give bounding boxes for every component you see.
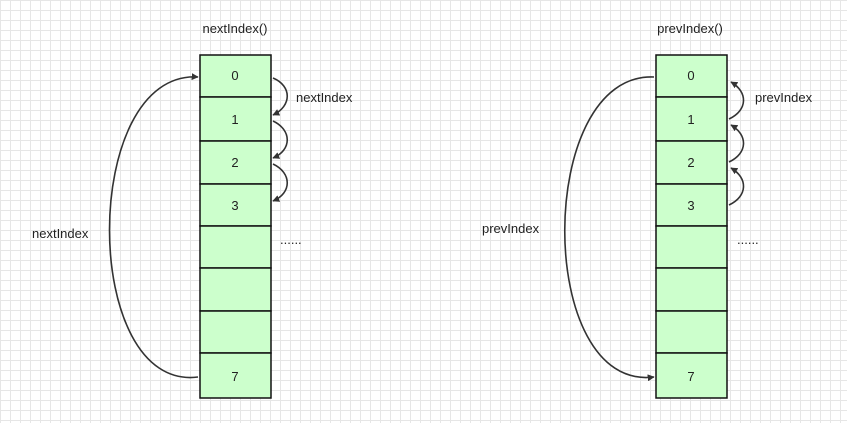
prev-arrow-1-0 bbox=[728, 81, 745, 120]
next-array-cell-3 bbox=[199, 183, 272, 227]
next-arrow-0-1 bbox=[272, 77, 289, 116]
prev-cell-label-3: 3 bbox=[687, 198, 694, 213]
next-array-cell-0 bbox=[199, 54, 272, 98]
next-wrap-arrow-7-0 bbox=[108, 73, 199, 378]
prev-ellipsis: ...... bbox=[737, 232, 759, 247]
prev-array-cell-4 bbox=[655, 225, 728, 269]
next-cell-label-0: 0 bbox=[231, 68, 238, 83]
prev-big-arrow-label: prevIndex bbox=[482, 221, 540, 236]
next-index-title: nextIndex() bbox=[202, 21, 267, 36]
next-big-arrow-label: nextIndex bbox=[32, 226, 89, 241]
next-array-cell-5 bbox=[199, 267, 272, 312]
next-cell-label-7: 7 bbox=[231, 369, 238, 384]
prev-array-cell-2 bbox=[655, 140, 728, 185]
next-ellipsis: ...... bbox=[280, 232, 302, 247]
prev-arrow-3-2 bbox=[728, 167, 745, 206]
prev-cell-label-1: 1 bbox=[687, 112, 694, 127]
next-cell-label-1: 1 bbox=[231, 112, 238, 127]
next-small-arrow-label: nextIndex bbox=[296, 90, 353, 105]
prev-arrow-2-1 bbox=[728, 124, 745, 163]
next-array-cell-7 bbox=[199, 352, 272, 399]
next-cell-label-2: 2 bbox=[231, 155, 238, 170]
next-arrow-2-3 bbox=[272, 163, 289, 202]
prev-array-cell-6 bbox=[655, 310, 728, 354]
next-array-cell-4 bbox=[199, 225, 272, 269]
prev-index-title: prevIndex() bbox=[657, 21, 723, 36]
prev-wrap-arrow-0-7 bbox=[563, 76, 655, 382]
prev-index-diagram: prevIndex() 0 1 2 3 7 prevIndex ...... bbox=[482, 21, 813, 399]
next-array-cell-6 bbox=[199, 310, 272, 354]
next-index-array: 0 1 2 3 7 bbox=[199, 54, 272, 399]
prev-cell-label-2: 2 bbox=[687, 155, 694, 170]
prev-array-cell-0 bbox=[655, 54, 728, 98]
next-arrow-1-2 bbox=[272, 120, 289, 159]
prev-small-arrow-label: prevIndex bbox=[755, 90, 813, 105]
prev-cell-label-7: 7 bbox=[687, 369, 694, 384]
prev-index-array: 0 1 2 3 7 bbox=[655, 54, 728, 399]
prev-array-cell-7 bbox=[655, 352, 728, 399]
prev-array-cell-5 bbox=[655, 267, 728, 312]
prev-cell-label-0: 0 bbox=[687, 68, 694, 83]
next-array-cell-1 bbox=[199, 96, 272, 142]
next-cell-label-3: 3 bbox=[231, 198, 238, 213]
next-index-diagram: nextIndex() 0 1 2 3 7 nextIndex ...... bbox=[32, 21, 353, 399]
